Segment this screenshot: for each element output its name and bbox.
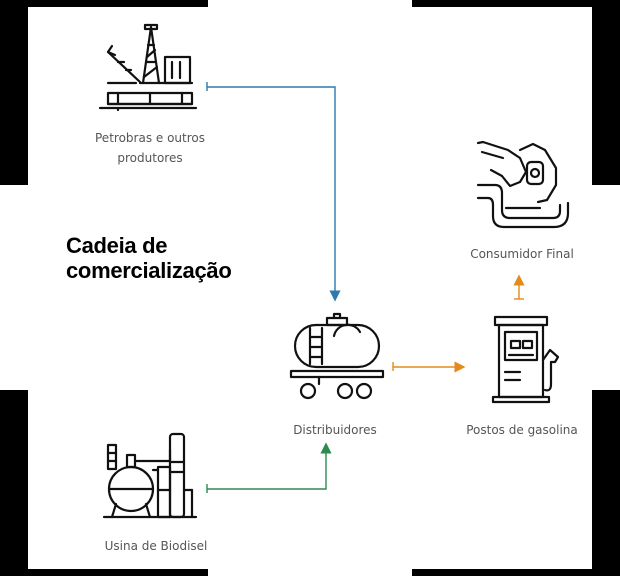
frame-corner-top-left-cap [0, 0, 208, 7]
fuel-nozzle-icon [476, 140, 570, 229]
frame-corner-bottom-right [592, 390, 620, 576]
frame-corner-bottom-left [0, 390, 28, 576]
label-final-consumer: Consumidor Final [470, 247, 574, 261]
label-biodiesel-plant: Usina de Biodisel [104, 539, 208, 553]
fuel-pump-icon [491, 315, 560, 404]
refinery-plant-icon [102, 432, 198, 519]
connector-distributors-to-stations [392, 361, 466, 373]
connector-stations-to-consumer [513, 274, 525, 300]
tanker-truck-icon [289, 312, 385, 400]
oil-rig-icon [98, 23, 198, 112]
frame-corner-bottom-right-cap [412, 569, 620, 576]
frame-corner-top-left [0, 0, 28, 185]
title-line-1: Cadeia de [66, 233, 168, 258]
frame-corner-top-right-cap [412, 0, 620, 7]
frame-corner-top-right [592, 0, 620, 185]
label-producers: Petrobras e outros produtores [95, 131, 205, 165]
title-line-2: comercialização [66, 258, 232, 283]
frame-corner-bottom-left-cap [0, 569, 208, 576]
connector-biodiesel-to-distributors [206, 442, 332, 493]
diagram-title: Cadeia de comercialização [66, 233, 232, 283]
label-gas-stations: Postos de gasolina [466, 423, 578, 437]
label-distributors: Distribuidores [293, 423, 377, 437]
connector-producers-to-distributors [206, 82, 341, 302]
